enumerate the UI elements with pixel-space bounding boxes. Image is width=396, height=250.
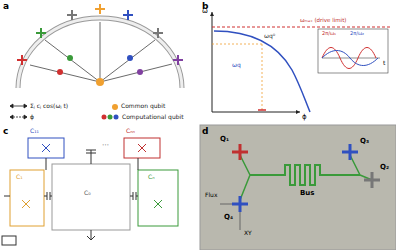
legend-swatch [112, 104, 118, 110]
figure-label: Cₙₙ [126, 128, 135, 134]
panel-letter: c [3, 127, 8, 136]
figure-label: Flux [205, 192, 217, 198]
figure-label: 2π/ω₁ [322, 31, 336, 36]
figure-label: Q₄ [224, 214, 233, 221]
figure-label: 2π/ω₂ [350, 31, 364, 36]
panel-letter: a [3, 2, 9, 11]
panel-letter: d [202, 127, 208, 136]
figure-label: Q₃ [360, 138, 369, 145]
figure-label: ωq [232, 62, 241, 68]
circuit: ⋯ [2, 138, 178, 245]
figure-label: Bus [300, 190, 315, 197]
coupler-arc [18, 18, 182, 88]
figure-label: Q₁ [220, 136, 229, 143]
legend-text: Common qubit [121, 103, 165, 109]
figure-label: C₁ [16, 174, 23, 180]
coupling-lines [30, 22, 172, 82]
svg-text:⋯: ⋯ [102, 141, 109, 149]
coupler-arc-inner [18, 18, 182, 88]
figure-label: Q₂ [380, 164, 389, 171]
legend-text: Computational qubit [122, 114, 184, 120]
figure-label: XY [244, 230, 252, 236]
figure-label: t [383, 60, 385, 66]
figure-label: ωₘₐₓ (drive limit) [300, 18, 346, 24]
device-photo [200, 125, 396, 250]
legend-text: Σⱼ cⱼ cos(ωⱼ t) [30, 103, 68, 109]
figure-label: C₀ [84, 190, 91, 196]
figure-label: Cₙ [148, 174, 155, 180]
legend-samples [10, 104, 27, 119]
figure-label: ϕ [302, 114, 307, 121]
figure-label: ωq⁰ [264, 33, 275, 39]
legend-text: ϕ [30, 114, 34, 120]
plot-b [210, 12, 392, 114]
figure-label: C₁₁ [30, 128, 39, 134]
figure-label: ω [202, 8, 208, 15]
qubit-dots [57, 55, 143, 86]
